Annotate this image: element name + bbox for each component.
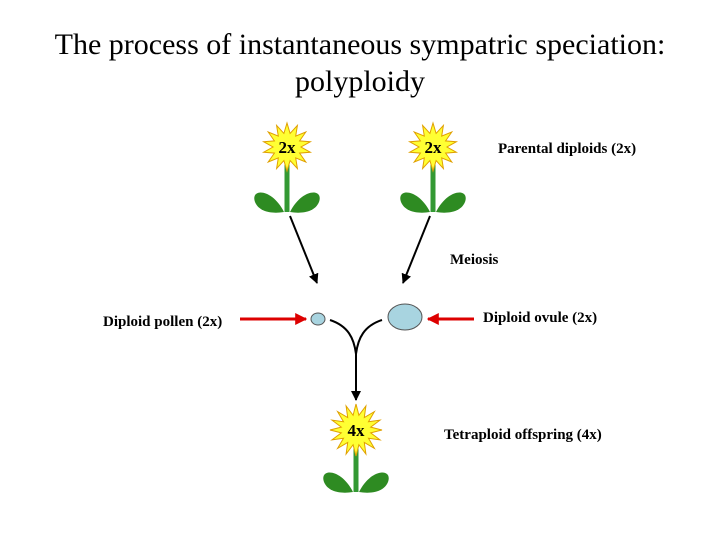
ovule-gamete [387, 303, 423, 331]
pollen-gamete [310, 312, 326, 326]
ploidy-label: 2x [425, 138, 443, 157]
title-line-2: polyploidy [294, 65, 425, 98]
fusion-connector [329, 319, 383, 355]
leaf-right [436, 192, 466, 213]
offspring-flower: 4x [323, 403, 389, 493]
star-burst-icon [261, 121, 313, 173]
leaf-right [359, 472, 389, 493]
star-burst-icon [329, 403, 383, 457]
leaf-right [290, 192, 320, 213]
offspring-label: Tetraploid offspring (4x) [444, 427, 602, 443]
parental-label: Parental diploids (2x) [498, 141, 636, 157]
ploidy-label: 4x [348, 421, 366, 440]
meiosis-arrow-left [289, 215, 319, 284]
page-title: The process of instantaneous sympatric s… [0, 26, 720, 100]
parent-flower-right: 2x [400, 121, 466, 213]
meiosis-arrow-right [401, 215, 431, 284]
title-line-1: The process of instantaneous sympatric s… [54, 28, 666, 61]
meiosis-label: Meiosis [450, 252, 498, 268]
leaf-left [400, 192, 430, 213]
pollen-label: Diploid pollen (2x) [103, 314, 222, 330]
ploidy-label: 2x [279, 138, 297, 157]
star-burst-icon [407, 121, 459, 173]
leaf-left [254, 192, 284, 213]
leaf-left [323, 472, 353, 493]
ovule-label: Diploid ovule (2x) [483, 310, 597, 326]
parent-flower-left: 2x [254, 121, 320, 213]
